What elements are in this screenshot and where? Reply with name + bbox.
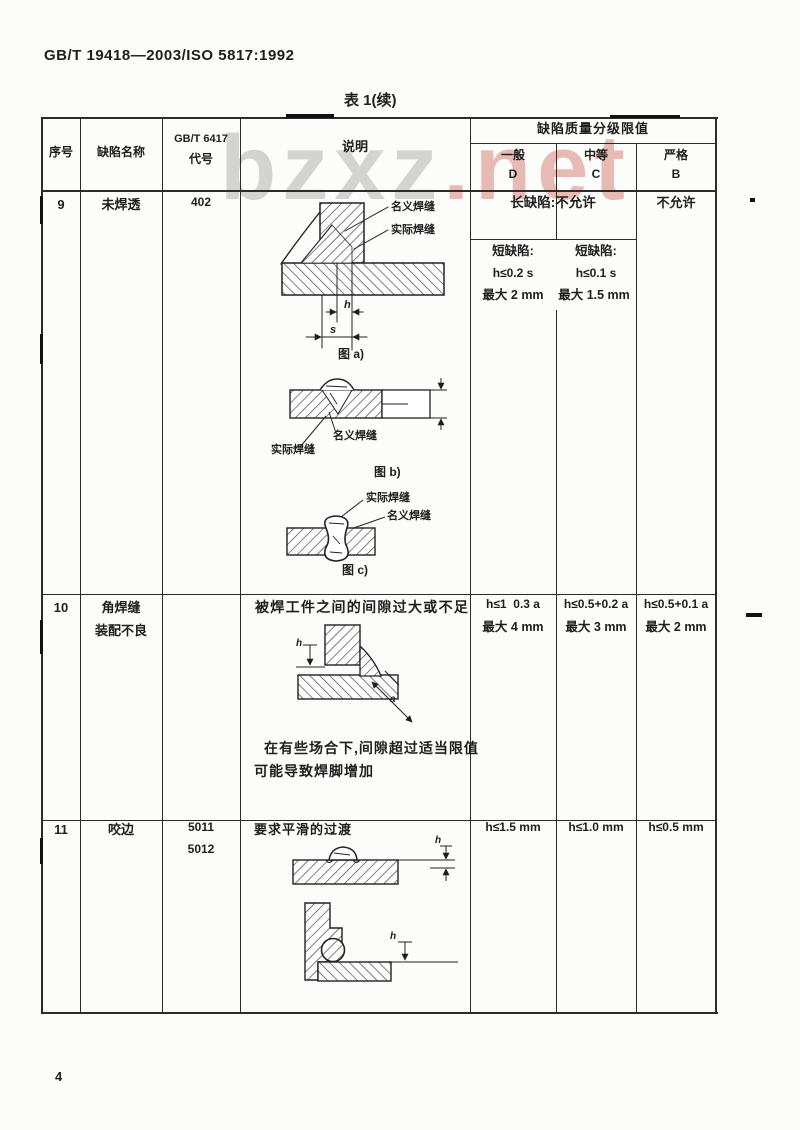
table-line — [556, 143, 557, 239]
row9-no: 9 — [57, 197, 65, 212]
figure-a-label-nominal-weld: 名义焊缝 — [391, 201, 435, 213]
row10-note-line1: 在有些场合下,间隙超过适当限值 — [264, 740, 479, 756]
header-limits-title: 缺陷质量分级限值 — [536, 121, 649, 136]
row10-limit-d-max: 最大 4 mm — [482, 620, 544, 634]
header-col-defect-name: 缺陷名称 — [96, 145, 145, 159]
table-line — [470, 143, 716, 144]
figure-row11-undercut-corner-diagram — [304, 902, 458, 982]
figure-row10-fitup-diagram — [296, 624, 413, 723]
row9-short-defect-c-max: 最大 1.5 mm — [558, 288, 630, 302]
header-grade-d-letter: D — [508, 167, 518, 181]
table-line — [470, 239, 636, 240]
scan-artifact — [286, 114, 334, 118]
row11-code-line1: 5011 — [187, 820, 215, 834]
table-line — [240, 117, 241, 1013]
figure-b-label-actual-weld: 实际焊缝 — [271, 444, 315, 456]
figure-c-label-nominal-weld: 名义焊缝 — [387, 510, 431, 522]
row9-short-defect-d-title: 短缺陷: — [492, 244, 534, 258]
row11-no: 11 — [54, 822, 68, 837]
row11-dim-h-corner: h — [390, 931, 397, 942]
doc-code: GB/T 19418—2003/ISO 5817:1992 — [44, 47, 295, 64]
row11-dim-h-butt: h — [435, 835, 442, 846]
row10-limit-c-max: 最大 3 mm — [565, 620, 627, 634]
header-grade-b-letter: B — [671, 167, 681, 181]
table-line — [162, 117, 163, 1013]
header-grade-c-letter: C — [591, 167, 601, 181]
row11-limit-b: h≤0.5 mm — [648, 820, 704, 834]
header-grade-c-label: 中等 — [583, 148, 608, 162]
header-col-description: 说明 — [341, 139, 368, 154]
row10-limit-d-formula: h≤1 0.3 a — [486, 597, 540, 611]
row11-defect-name: 咬边 — [107, 822, 134, 837]
table-line — [42, 594, 716, 595]
figure-b-weld-diagram — [289, 378, 447, 448]
table-line — [42, 190, 716, 192]
row11-code-line2: 5012 — [187, 842, 215, 856]
figure-a-dim-h: h — [344, 299, 351, 311]
row9-defect-name: 未焊透 — [101, 197, 141, 212]
row10-limit-b-formula: h≤0.5+0.1 a — [643, 597, 709, 611]
header-col-no: 序号 — [48, 145, 73, 159]
table-line — [636, 143, 637, 1013]
figure-a-dim-s: s — [330, 324, 337, 336]
row10-defect-name-line2: 装配不良 — [94, 623, 147, 638]
row11-limit-c: h≤1.0 mm — [568, 820, 624, 834]
page-number: 4 — [55, 1069, 63, 1084]
table-line — [42, 820, 716, 821]
figure-b-caption: 图 b) — [374, 465, 401, 479]
table-line — [556, 310, 557, 1013]
row9-short-defect-c-formula: h≤0.1 s — [575, 266, 617, 280]
header-col-code-line1: GB/T 6417 — [174, 133, 228, 145]
row9-limit-grade-b: 不允许 — [656, 195, 696, 210]
row10-note-line2: 可能导致焊脚增加 — [254, 763, 374, 779]
row11-description: 要求平滑的过渡 — [254, 822, 353, 837]
figure-a-caption: 图 a) — [338, 347, 365, 361]
table-line — [42, 1012, 718, 1014]
figure-a-label-actual-weld: 实际焊缝 — [391, 224, 435, 236]
scan-artifact — [40, 334, 43, 364]
table-line — [41, 117, 43, 1014]
scan-artifact — [610, 115, 680, 118]
header-grade-d-label: 一般 — [500, 148, 525, 162]
scan-artifact — [746, 613, 762, 617]
row10-limit-c-formula: h≤0.5+0.2 a — [563, 597, 629, 611]
header-col-code-line2: 代号 — [188, 152, 213, 166]
table-line — [715, 117, 717, 1014]
row10-limit-b-max: 最大 2 mm — [645, 620, 707, 634]
row10-dim-a: a — [390, 694, 396, 705]
scan-artifact — [40, 196, 43, 224]
scan-artifact — [750, 198, 755, 202]
row9-limit-long-defect: 长缺陷:不允许 — [510, 195, 596, 210]
row9-code: 402 — [190, 195, 212, 209]
table-line — [80, 117, 81, 1013]
table-line — [42, 117, 718, 119]
figure-c-weld-diagram — [286, 499, 386, 562]
row10-no: 10 — [53, 600, 69, 615]
row9-short-defect-d-max: 最大 2 mm — [482, 288, 544, 302]
row9-short-defect-c-title: 短缺陷: — [575, 244, 617, 258]
row10-dim-h: h — [296, 638, 303, 649]
figure-b-label-nominal-weld: 名义焊缝 — [333, 430, 377, 442]
table-line — [470, 117, 471, 1013]
figure-a-weld-diagram — [280, 202, 445, 351]
row9-short-defect-d-formula: h≤0.2 s — [492, 266, 534, 280]
row10-defect-name-line1: 角焊缝 — [101, 600, 141, 615]
scan-artifact — [40, 620, 43, 654]
header-grade-b-label: 严格 — [663, 148, 688, 162]
row10-description: 被焊工件之间的间隙过大或不足 — [255, 599, 470, 615]
scan-artifact — [40, 838, 43, 864]
figure-c-label-actual-weld: 实际焊缝 — [366, 492, 410, 504]
figure-row11-undercut-butt-diagram — [292, 845, 455, 885]
row11-limit-d: h≤1.5 mm — [485, 820, 541, 834]
table-title: 表 1(续) — [344, 92, 397, 109]
figure-c-caption: 图 c) — [342, 563, 369, 577]
